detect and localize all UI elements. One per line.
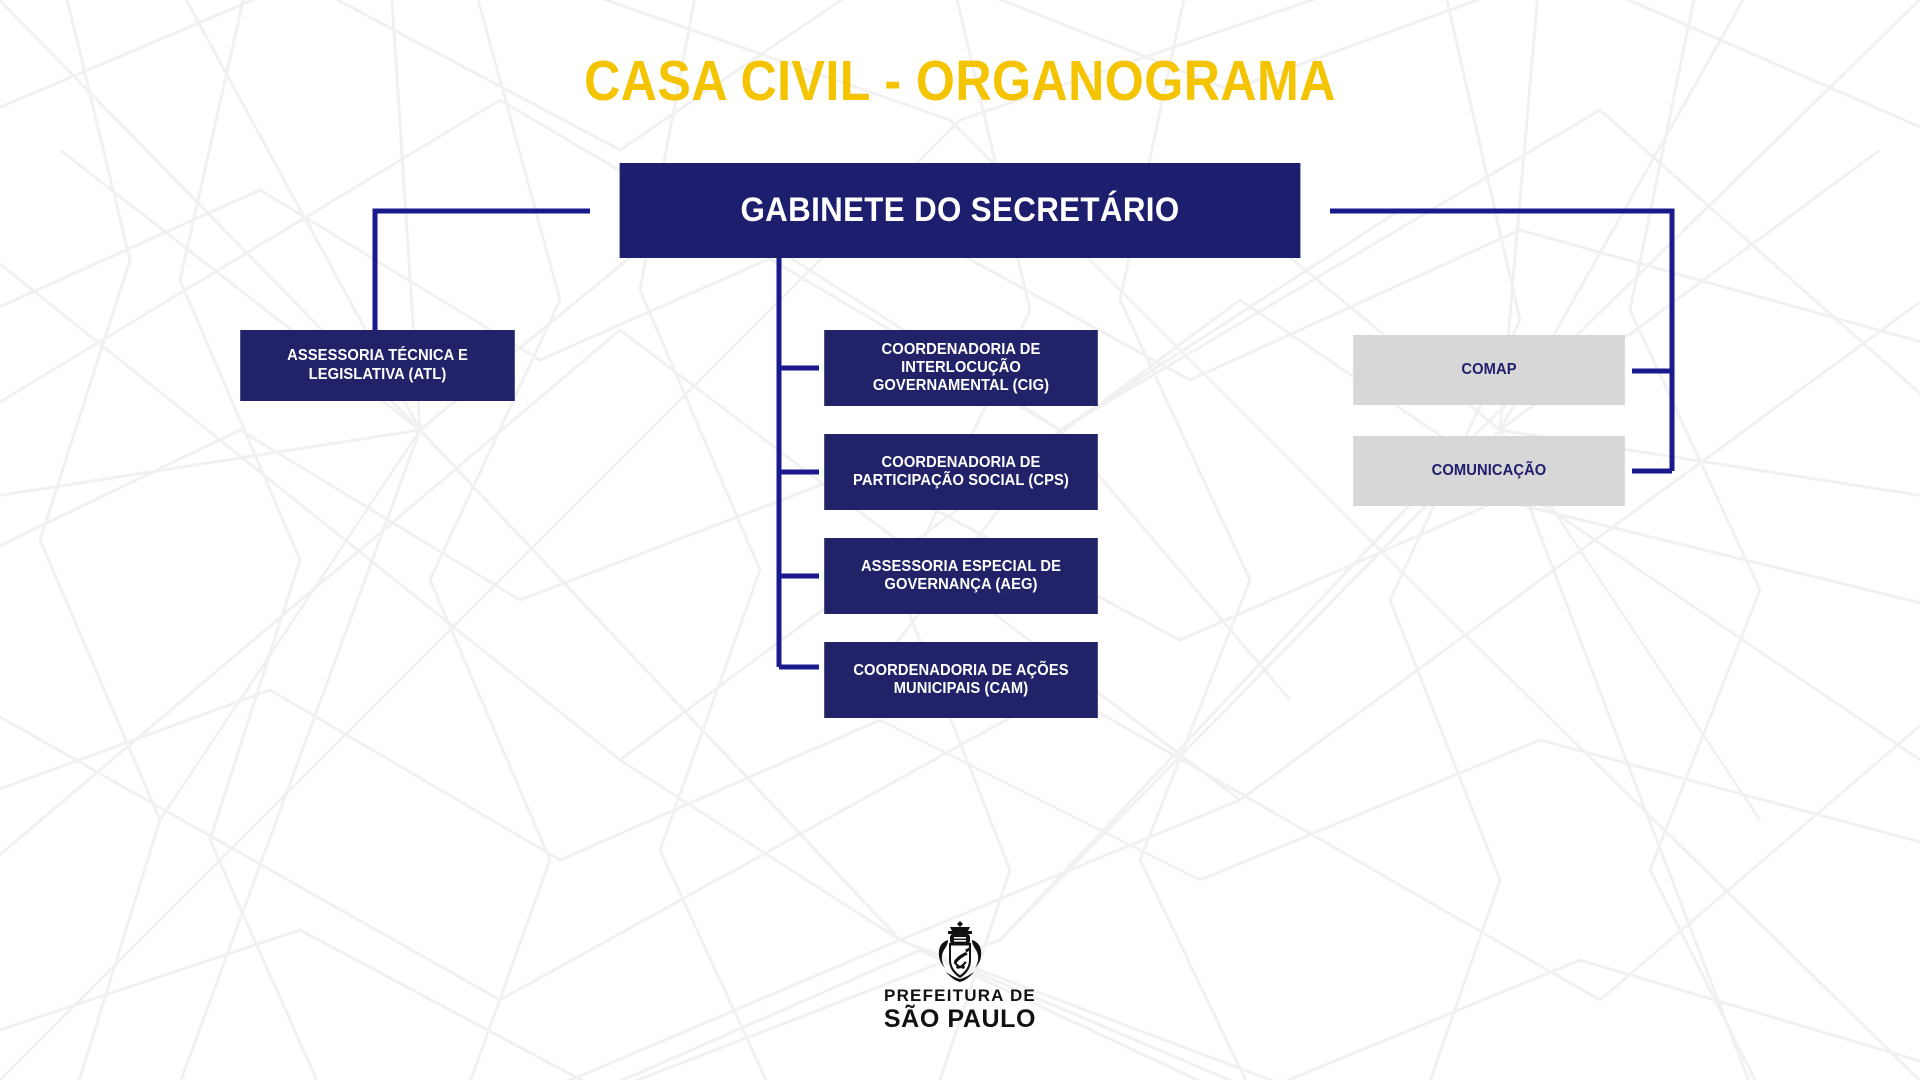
connector-root-to-atl [372, 208, 590, 332]
node-coordenadoria-de-acoes-municipais-cam[interactable]: COORDENADORIA DE AÇÕES MUNICIPAIS (CAM) [824, 642, 1098, 718]
node-assessoria-especial-de-governanca-aeg[interactable]: ASSESSORIA ESPECIAL DE GOVERNANÇA (AEG) [824, 538, 1098, 614]
sao-paulo-coat-of-arms-icon [938, 921, 982, 982]
node-label: ASSESSORIA TÉCNICA E LEGISLATIVA (ATL) [287, 347, 468, 383]
node-label: COORDENADORIA DE AÇÕES MUNICIPAIS (CAM) [853, 661, 1069, 697]
node-comunicacao[interactable]: COMUNICAÇÃO [1353, 436, 1625, 506]
node-label: COMUNICAÇÃO [1431, 461, 1547, 479]
node-label: COORDENADORIA DE INTERLOCUÇÃO GOVERNAMEN… [872, 340, 1050, 395]
node-coordenadoria-de-participacao-social-cps[interactable]: COORDENADORIA DE PARTICIPAÇÃO SOCIAL (CP… [824, 434, 1098, 510]
logo-line-prefeitura: PREFEITURA DE [884, 986, 1036, 1005]
node-label: COMAP [1461, 360, 1517, 378]
node-label: GABINETE DO SECRETÁRIO [740, 191, 1180, 230]
node-label: COORDENADORIA DE PARTICIPAÇÃO SOCIAL (CP… [853, 453, 1069, 489]
node-coordenadoria-de-interlocucao-governamental-cig[interactable]: COORDENADORIA DE INTERLOCUÇÃO GOVERNAMEN… [824, 330, 1098, 406]
page-title: CASA CIVIL - ORGANOGRAMA [584, 49, 1336, 113]
prefeitura-logo: PREFEITURA DE SÃO PAULO [0, 920, 1920, 1034]
node-gabinete-do-secretario[interactable]: GABINETE DO SECRETÁRIO [619, 163, 1301, 258]
node-assessoria-tecnica-e-legislativa-atl[interactable]: ASSESSORIA TÉCNICA E LEGISLATIVA (ATL) [240, 330, 515, 401]
node-comap[interactable]: COMAP [1353, 335, 1625, 405]
logo-line-sao-paulo: SÃO PAULO [883, 1005, 1037, 1033]
node-label: ASSESSORIA ESPECIAL DE GOVERNANÇA (AEG) [860, 557, 1062, 593]
